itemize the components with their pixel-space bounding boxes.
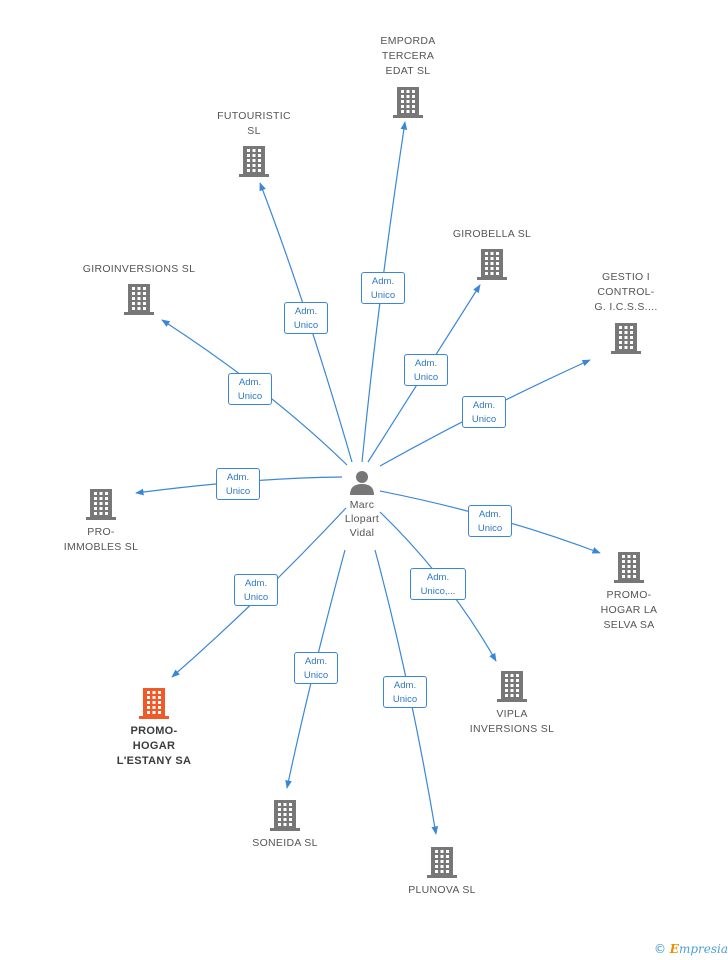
role-label-promohogarestany[interactable]: Adm. Unico — [234, 574, 278, 606]
role-label-gestio[interactable]: Adm. Unico — [462, 396, 506, 428]
building-icon — [139, 688, 169, 719]
company-name: PROMO- HOGAR LA SELVA SA — [600, 589, 658, 631]
person-name: Marc Llopart Vidal — [344, 499, 380, 539]
company-node-plunova[interactable]: PLUNOVA SL — [372, 845, 512, 898]
role-label-soneida[interactable]: Adm. Unico — [294, 652, 338, 684]
company-name: EMPORDA TERCERA EDAT SL — [380, 35, 436, 77]
person-icon — [350, 471, 374, 495]
company-node-promohogarestany[interactable]: PROMO- HOGAR L'ESTANY SA — [84, 686, 224, 769]
company-name: GIROBELLA SL — [452, 228, 532, 240]
company-node-gestio[interactable]: GESTIO I CONTROL- G. I.C.S.S.... — [556, 270, 696, 355]
copyright-icon: © — [653, 942, 666, 956]
company-name: SONEIDA SL — [252, 837, 318, 849]
company-node-soneida[interactable]: SONEIDA SL — [215, 798, 355, 851]
company-name: PROMO- HOGAR L'ESTANY SA — [116, 725, 192, 767]
building-icon — [477, 249, 507, 280]
role-label-proimmobles[interactable]: Adm. Unico — [216, 468, 260, 500]
role-label-plunova[interactable]: Adm. Unico — [383, 676, 427, 708]
company-node-proimmobles[interactable]: PRO- IMMOBLES SL — [31, 487, 171, 555]
role-label-giroinversions[interactable]: Adm. Unico — [228, 373, 272, 405]
building-icon — [393, 87, 423, 118]
building-icon — [614, 552, 644, 583]
company-node-giroinversions[interactable]: GIROINVERSIONS SL — [69, 262, 209, 316]
person-node[interactable]: Marc Llopart Vidal — [332, 468, 392, 540]
role-label-girobella[interactable]: Adm. Unico — [404, 354, 448, 386]
building-icon — [427, 847, 457, 878]
company-name: PLUNOVA SL — [408, 884, 476, 896]
footer-brand[interactable]: © Empresia — [654, 942, 728, 956]
company-name: GESTIO I CONTROL- G. I.C.S.S.... — [594, 271, 658, 313]
brand-name: mpresia — [678, 942, 728, 956]
building-icon — [86, 489, 116, 520]
company-node-emporda[interactable]: EMPORDA TERCERA EDAT SL — [338, 34, 478, 119]
company-name: PRO- IMMOBLES SL — [63, 526, 139, 553]
role-label-vipla[interactable]: Adm. Unico,... — [410, 568, 466, 600]
role-label-futouristic[interactable]: Adm. Unico — [284, 302, 328, 334]
building-icon — [124, 284, 154, 315]
building-icon — [270, 800, 300, 831]
role-label-promohogarselva[interactable]: Adm. Unico — [468, 505, 512, 537]
company-node-futouristic[interactable]: FUTOURISTIC SL — [184, 109, 324, 178]
company-node-vipla[interactable]: VIPLA INVERSIONS SL — [442, 669, 582, 737]
company-node-girobella[interactable]: GIROBELLA SL — [422, 227, 562, 281]
building-icon — [239, 146, 269, 177]
building-icon — [497, 671, 527, 702]
brand-initial: E — [669, 942, 679, 956]
role-label-emporda[interactable]: Adm. Unico — [361, 272, 405, 304]
company-name: VIPLA INVERSIONS SL — [469, 708, 555, 735]
company-name: FUTOURISTIC SL — [217, 110, 291, 137]
company-name: GIROINVERSIONS SL — [82, 263, 196, 275]
company-node-promohogarselva[interactable]: PROMO- HOGAR LA SELVA SA — [559, 550, 699, 633]
building-icon — [611, 323, 641, 354]
